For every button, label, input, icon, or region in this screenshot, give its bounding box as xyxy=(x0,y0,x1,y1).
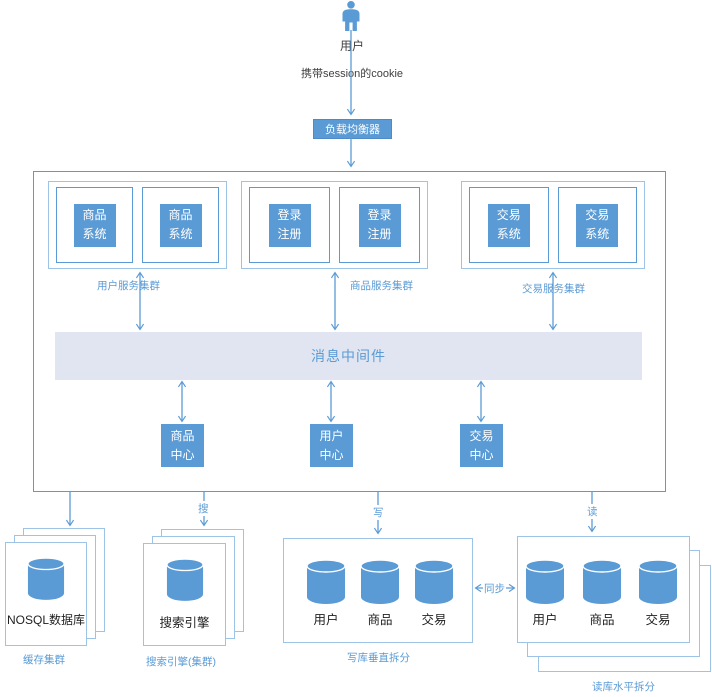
write-arrow-label: 写 xyxy=(372,505,385,520)
write-db-item: 商品 xyxy=(353,559,407,628)
write-db-caption: 写库垂直拆分 xyxy=(347,652,410,664)
service-node-text: 注册 xyxy=(277,227,302,241)
service-node-text: 系统 xyxy=(82,227,107,241)
search-stack-page-front: 搜索引擎 xyxy=(143,543,226,646)
cluster-label-2: 商品服务集群 xyxy=(350,280,413,292)
load-balancer-label: 负载均衡器 xyxy=(325,124,380,136)
write-db-item-label: 交易 xyxy=(421,613,447,627)
service-node-text: 注册 xyxy=(367,227,392,241)
service-node-text: 系统 xyxy=(496,227,521,241)
service-node-box: 交易 系统 xyxy=(487,203,530,247)
service-node-text: 商品 xyxy=(82,208,107,223)
service-cluster-2: 登录 注册 登录 注册 xyxy=(241,181,428,269)
session-cookie-label: 携带session的cookie xyxy=(300,68,404,80)
user-person-icon xyxy=(342,1,360,31)
database-cylinder-icon xyxy=(306,559,346,604)
center-node-text: 交易 xyxy=(469,428,494,443)
database-cylinder-icon xyxy=(27,557,65,600)
read-db-box: 用户 商品 交易 xyxy=(517,536,690,643)
service-node: 登录 注册 xyxy=(339,187,420,263)
service-node-text: 登录 xyxy=(277,208,302,223)
service-cluster-3: 交易 系统 交易 系统 xyxy=(461,181,645,269)
service-node: 登录 注册 xyxy=(249,187,330,263)
write-db-item: 用户 xyxy=(299,559,353,628)
load-balancer-node: 负载均衡器 xyxy=(313,119,392,139)
user-label: 用户 xyxy=(339,39,365,53)
write-db-item-label: 用户 xyxy=(313,613,339,627)
cluster-label-1: 用户服务集群 xyxy=(97,280,160,292)
database-cylinder-icon xyxy=(638,559,678,604)
service-node: 交易 系统 xyxy=(557,187,637,263)
database-cylinder-icon xyxy=(582,559,622,604)
database-cylinder-icon xyxy=(414,559,454,604)
service-node: 商品 系统 xyxy=(56,187,133,263)
database-cylinder-icon xyxy=(166,558,204,601)
read-arrow-label: 读 xyxy=(586,504,599,519)
message-middleware-bar: 消息中间件 xyxy=(55,332,642,380)
database-cylinder-icon xyxy=(525,559,565,604)
center-node-text: 中心 xyxy=(170,447,195,462)
read-db-item: 商品 xyxy=(575,559,629,628)
service-node-text: 系统 xyxy=(168,227,193,241)
service-node-text: 交易 xyxy=(496,208,521,223)
center-node-text: 中心 xyxy=(469,447,494,462)
service-node-text: 商品 xyxy=(168,208,193,223)
read-db-item: 交易 xyxy=(631,559,685,628)
center-node-user: 用户 中心 xyxy=(310,424,353,467)
write-db-item-label: 商品 xyxy=(367,613,393,627)
center-node-text: 用户 xyxy=(319,428,344,443)
cache-stack-page-front: NOSQL数据库 xyxy=(5,542,87,646)
service-node-box: 商品 系统 xyxy=(159,203,202,247)
center-node-text: 商品 xyxy=(170,428,195,443)
center-node-trade: 交易 中心 xyxy=(460,424,503,467)
service-node-text: 登录 xyxy=(367,208,392,223)
read-db-item-label: 用户 xyxy=(532,613,558,627)
message-middleware-label: 消息中间件 xyxy=(311,348,386,364)
read-db-caption: 读库水平拆分 xyxy=(592,681,655,693)
service-node-text: 系统 xyxy=(585,227,610,241)
service-node-box: 交易 系统 xyxy=(576,203,619,247)
service-node: 交易 系统 xyxy=(469,187,549,263)
read-db-item-label: 交易 xyxy=(645,613,671,627)
service-node-box: 商品 系统 xyxy=(73,203,116,247)
database-cylinder-icon xyxy=(360,559,400,604)
sync-label: 同步 xyxy=(483,581,506,596)
read-db-item: 用户 xyxy=(518,559,572,628)
center-node-text: 中心 xyxy=(319,447,344,462)
search-node-label: 搜索引擎 xyxy=(159,616,210,630)
service-node-box: 登录 注册 xyxy=(268,203,311,247)
search-arrow-label: 搜 xyxy=(197,501,210,516)
search-caption: 搜索引擎(集群) xyxy=(146,656,216,668)
center-node-product: 商品 中心 xyxy=(161,424,204,467)
service-node-text: 交易 xyxy=(585,208,610,223)
application-layer-panel xyxy=(33,171,666,492)
service-node: 商品 系统 xyxy=(142,187,219,263)
write-db-item: 交易 xyxy=(407,559,461,628)
cache-caption: 缓存集群 xyxy=(23,654,65,666)
read-db-item-label: 商品 xyxy=(589,613,615,627)
service-cluster-1: 商品 系统 商品 系统 xyxy=(48,181,227,269)
cache-node-label: NOSQL数据库 xyxy=(6,613,85,627)
service-node-box: 登录 注册 xyxy=(358,203,401,247)
write-db-box: 用户 商品 交易 xyxy=(283,538,473,643)
